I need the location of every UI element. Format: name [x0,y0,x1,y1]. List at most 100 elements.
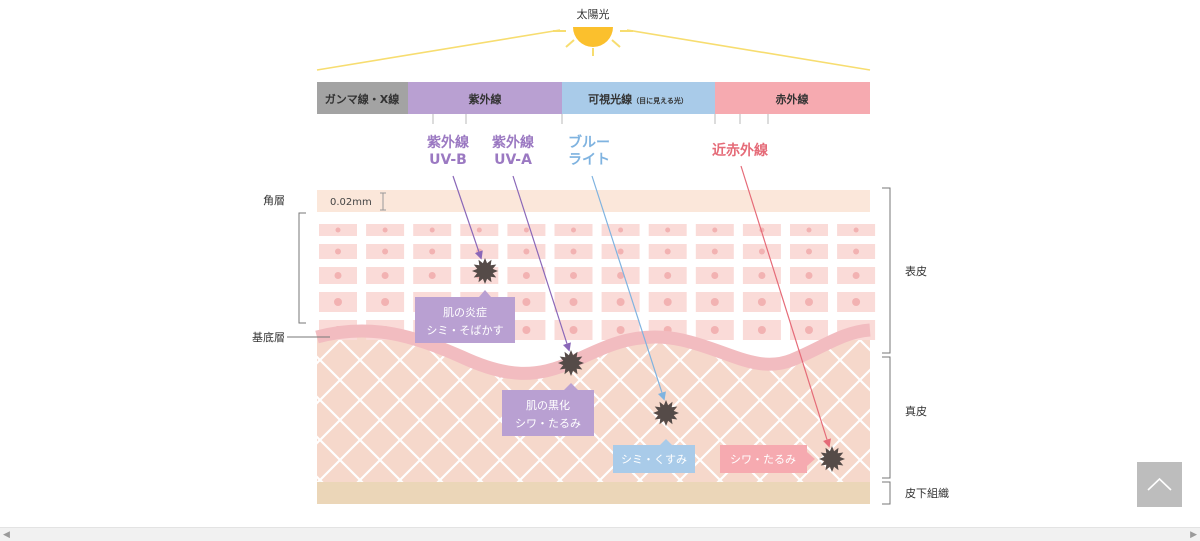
arrow-uvb [452,175,483,260]
cell-nucleus [757,326,766,334]
cell-nucleus [664,272,672,279]
spectrum-gamma [317,82,408,114]
thickness-label: 0.02mm [330,197,372,208]
cell-nucleus [334,272,342,279]
thickness-bracket [380,192,386,211]
sun-icon [553,27,633,56]
ray-uva-label-2: UV-A [494,152,532,168]
ray-uva-label-1: 紫外線 [492,134,534,151]
ray-uvb-label-2: UV-B [429,152,467,168]
spectrum-ir-label: 赤外線 [776,92,809,106]
cell-nucleus [805,298,813,306]
spectrum-uv [408,82,562,114]
effect-nir: シワ・たるみ [730,453,796,466]
cell-nucleus [805,272,813,279]
cell-nucleus [805,326,813,334]
spectrum-ticks [432,114,769,124]
spectrum-uv-label: 紫外線 [469,92,502,106]
arrow-nir [740,165,831,448]
arrow-uva [512,175,571,352]
cell-nucleus [618,227,624,233]
spectrum-ir [715,82,870,114]
cell-nucleus [335,248,341,255]
effect-uvb-1: 肌の炎症 [443,305,487,319]
cell-nucleus [334,298,342,306]
horizontal-scrollbar[interactable]: ◀ ▶ [0,527,1200,541]
cell-nucleus [758,272,766,279]
stratum-corneum [317,190,870,212]
callout-uvb: 肌の炎症 シミ・そばかす [415,290,515,343]
cell-nucleus [570,272,577,279]
cell-nucleus [569,326,578,334]
damage-burst-icon [653,400,679,426]
cell-nucleus [711,272,719,279]
callout-uva: 肌の黒化 シワ・たるみ [502,383,594,436]
cell-nucleus [710,298,719,306]
ray-nir-label: 近赤外線 [712,142,768,159]
cell-nucleus [335,227,341,233]
spectrum-gamma-label: ガンマ線・X線 [325,92,399,106]
scroll-left-icon[interactable]: ◀ [3,530,10,540]
cell-nucleus [663,298,672,306]
cell-nucleus [381,272,389,279]
subcutaneous-tissue [317,482,870,504]
spectrum-bar: ガンマ線・X線 紫外線 可視光線（目に見える光） 赤外線 [317,82,870,114]
cell-nucleus [712,227,718,233]
cell-nucleus [711,248,718,255]
cell-nucleus [616,298,625,306]
spectrum-visible-main: 可視光線 [588,92,632,106]
cell-nucleus [617,272,625,279]
cell-nucleus [757,298,766,306]
arrow-blue [591,175,666,401]
chevron-up-icon [1147,477,1172,491]
damage-burst-icon [819,446,845,472]
cell-nucleus [806,248,812,255]
cell-nucleus [853,248,860,255]
cell-nucleus [806,227,812,233]
spectrum-visible-label: 可視光線（目に見える光） [588,92,688,106]
cell-nucleus [616,326,625,334]
effect-uva-2: シワ・たるみ [515,417,581,430]
cell-nucleus [428,272,436,279]
cell-nucleus [664,248,671,255]
scroll-right-icon[interactable]: ▶ [1190,530,1197,540]
light-spread-right [626,29,871,71]
cell-nucleus [522,326,531,334]
cell-nucleus [852,272,860,279]
label-dermis: 真皮 [905,404,927,418]
spectrum-visible-sub: （目に見える光） [632,96,688,105]
cell-nucleus [853,227,859,233]
epidermis-cells [319,224,876,340]
cell-nucleus [523,248,530,255]
cell-nucleus [665,227,671,233]
cell-nucleus [382,227,388,233]
ray-uvb-label-1: 紫外線 [427,134,469,151]
label-epidermis: 表皮 [905,264,927,278]
cell-nucleus [570,248,577,255]
cell-nucleus [852,298,861,306]
ray-blue-label-1: ブルー [568,134,610,151]
bracket-stratum-basal [298,212,306,324]
light-spread-left [316,29,561,71]
cell-nucleus [382,248,389,255]
cell-nucleus [381,298,390,306]
cell-nucleus [617,248,624,255]
scroll-to-top-button[interactable] [1137,462,1182,507]
cell-nucleus [429,227,435,233]
cell-nucleus [429,248,436,255]
basal-layer [315,323,871,380]
cell-nucleus [569,298,578,306]
damage-bursts [472,258,845,472]
label-stratum: 角層 [263,194,285,207]
callout-blue: シミ・くすみ [613,439,695,473]
cell-nucleus [476,227,482,233]
cell-nucleus [758,248,765,255]
spectrum-visible [562,82,715,114]
cell-nucleus [571,227,576,233]
label-subcutis: 皮下組織 [905,487,949,500]
right-brackets [882,187,891,505]
cell-nucleus [522,272,530,279]
ray-blue-label-2: ライト [568,152,610,168]
cell-nucleus [523,227,529,233]
